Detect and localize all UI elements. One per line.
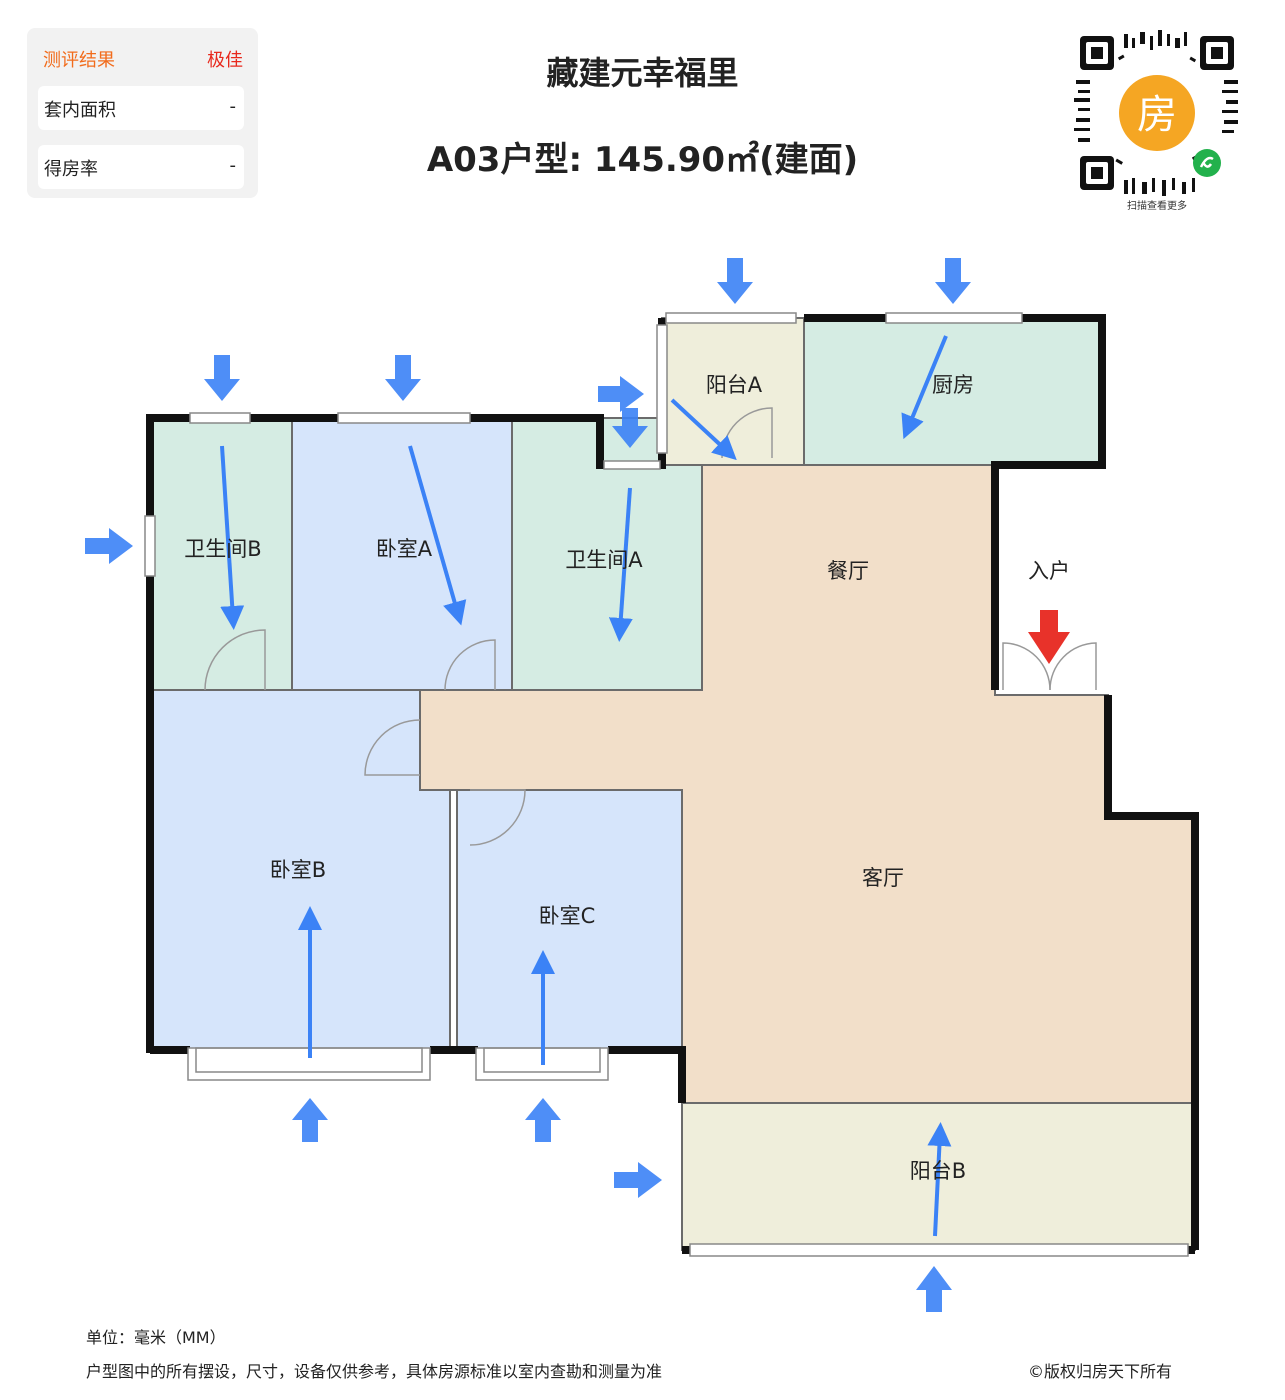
sun-arrow-icon — [292, 1098, 328, 1142]
unit-type-title: A03户型: 145.90㎡(建面) — [426, 140, 859, 180]
sun-arrow-icon — [598, 376, 644, 412]
qr-center-char: 房 — [1137, 92, 1177, 138]
efficiency-row: 得房率 - — [38, 145, 244, 189]
label-entrance: 入户 — [1028, 559, 1070, 583]
label-bed-b: 卧室B — [270, 858, 326, 882]
label-dining: 餐厅 — [827, 559, 869, 583]
label-bed-a: 卧室A — [376, 537, 433, 561]
light-arrow — [608, 487, 633, 642]
project-title: 藏建元幸福里 — [546, 54, 739, 92]
unit-note: 单位：毫米（MM） — [86, 1328, 226, 1347]
label-living: 客厅 — [862, 866, 904, 890]
label-bath-a: 卫生间A — [565, 548, 643, 572]
disclaimer: 户型图中的所有摆设，尺寸，设备仅供参考，具体房源标准以室内查勘和测量为准 — [86, 1362, 663, 1381]
sun-arrow-icon — [85, 528, 133, 564]
label-kitchen: 厨房 — [932, 373, 974, 397]
efficiency-value: - — [229, 155, 237, 176]
copyright: ©版权归房天下所有 — [1028, 1362, 1173, 1381]
room-kitchen — [803, 317, 1103, 466]
qr-caption: 扫描查看更多 — [1127, 201, 1187, 212]
sun-arrow-icon — [385, 355, 421, 401]
inner-area-value: - — [229, 96, 237, 117]
sun-arrow-icon — [612, 408, 648, 448]
sun-arrow-icon — [935, 258, 971, 304]
sun-arrow-icon — [614, 1162, 662, 1198]
evaluation-rating: 极佳 — [207, 50, 243, 71]
evaluation-card: 测评结果 极佳 套内面积 - 得房率 - — [27, 28, 258, 198]
sun-arrow-icon — [916, 1266, 952, 1312]
light-arrow — [901, 335, 948, 440]
label-balcony-b: 阳台B — [910, 1159, 966, 1183]
sun-arrow-icon — [717, 258, 753, 304]
room-bed-c — [456, 789, 683, 1051]
qr-code[interactable]: 房 — [1072, 28, 1242, 218]
label-bath-b: 卫生间B — [184, 537, 261, 561]
label-balcony-a: 阳台A — [706, 373, 763, 397]
inner-area-label: 套内面积 — [44, 100, 116, 121]
evaluation-heading: 测评结果 — [43, 50, 115, 71]
efficiency-label: 得房率 — [44, 159, 98, 180]
entry-arrow-icon — [1028, 610, 1070, 664]
evaluation-header: 测评结果 极佳 — [43, 46, 243, 71]
room-bath-b — [149, 417, 293, 691]
inner-area-row: 套内面积 - — [38, 86, 244, 130]
sun-arrow-icon — [204, 355, 240, 401]
light-arrow — [927, 1122, 952, 1237]
light-arrow — [408, 445, 467, 626]
room-bed-b — [149, 689, 451, 1051]
light-arrow — [670, 398, 737, 461]
sun-arrow-icon — [525, 1098, 561, 1142]
label-bed-c: 卧室C — [539, 904, 596, 928]
light-arrow — [220, 445, 245, 630]
